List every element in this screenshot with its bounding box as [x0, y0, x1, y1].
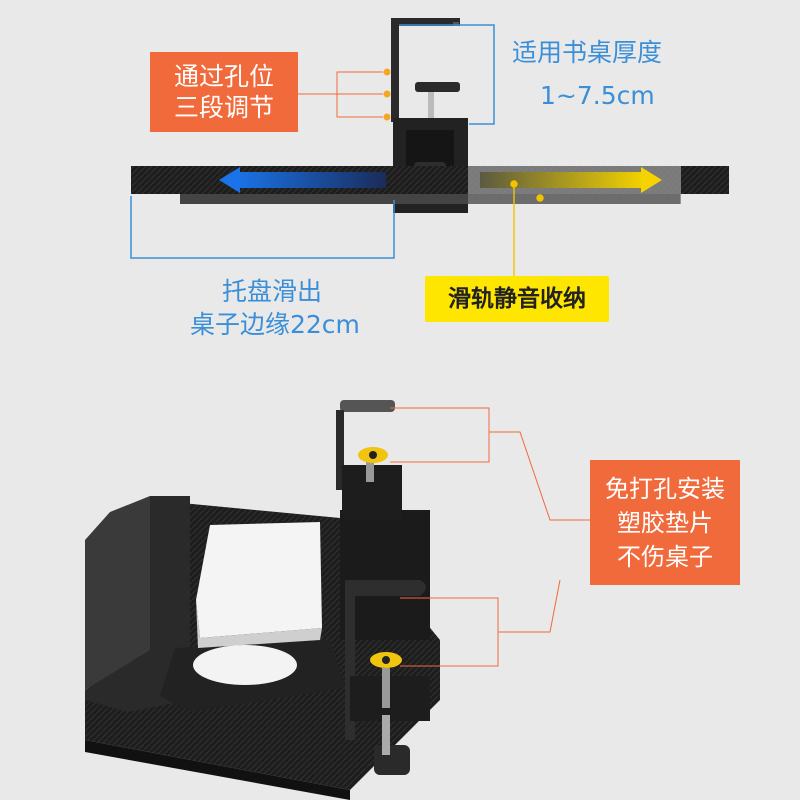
- no-drill-line1: 免打孔安装: [605, 474, 725, 503]
- desk-thickness-label: 适用书桌厚度: [512, 38, 663, 67]
- keyboard: [196, 522, 322, 648]
- no-drill-line2: 塑胶垫片: [617, 508, 713, 537]
- hole-guide-lines: [298, 71, 383, 118]
- no-drill-callout: 免打孔安装 塑胶垫片 不伤桌子: [590, 460, 740, 585]
- mouse: [193, 645, 297, 685]
- tray-side-view: [131, 166, 729, 204]
- rear-clamp: [336, 400, 402, 520]
- front-clamp: [345, 580, 430, 775]
- no-drill-line3: 不伤桌子: [617, 542, 713, 571]
- tray-slide-line2: 桌子边缘22cm: [190, 310, 360, 339]
- desk-thickness-range: 1~7.5cm: [540, 81, 655, 110]
- silent-rail-callout: 滑轨静音收纳: [425, 276, 609, 322]
- slide-distance-guide: [130, 196, 395, 259]
- silent-rail-label: 滑轨静音收纳: [448, 285, 586, 312]
- no-drill-guide-lines: [390, 407, 590, 667]
- desk-thickness-guide: [399, 24, 495, 125]
- hole-adjust-line1: 通过孔位: [173, 62, 274, 91]
- rail-guide-lines: [510, 180, 544, 276]
- tray-3d-view: [85, 496, 440, 800]
- tray-slide-line1: 托盘滑出: [222, 277, 323, 306]
- hole-adjust-line2: 三段调节: [173, 93, 274, 122]
- hole-adjust-callout: 通过孔位 三段调节: [150, 52, 298, 132]
